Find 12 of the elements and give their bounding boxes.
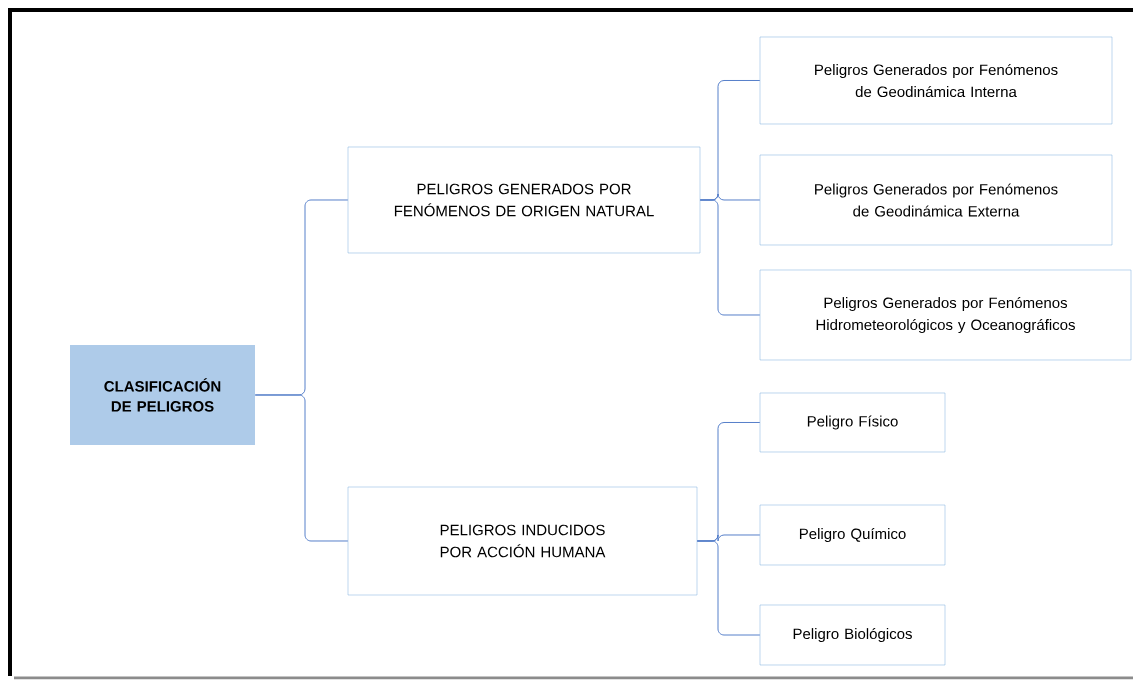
connector	[696, 540, 761, 636]
category-box: PELIGROS INDUCIDOS POR ACCIÓN HUMANA	[347, 486, 698, 596]
subcategory-box: Peligro Físico	[759, 392, 946, 453]
subcategory-box: Peligro Químico	[759, 504, 946, 566]
subcategory-box: Peligros Generados por Fenómenos de Geodinámica Interna	[759, 36, 1113, 125]
title-box: CLASIFICACIÓN DE PELIGROS	[70, 345, 255, 445]
connector	[699, 199, 761, 316]
subcategory-box: Peligros Generados por Fenómenos de Geodinámica Externa	[759, 154, 1113, 246]
connector	[254, 394, 349, 542]
category-box: PELIGROS GENERADOS POR FENÓMENOS DE ORIGEN NATURAL	[347, 146, 701, 254]
subcategory-box: Peligros Generados por Fenómenos Hidrometeorológicos y Oceanográficos	[759, 269, 1132, 361]
subcategory-box: Peligro Biológicos	[759, 604, 946, 666]
